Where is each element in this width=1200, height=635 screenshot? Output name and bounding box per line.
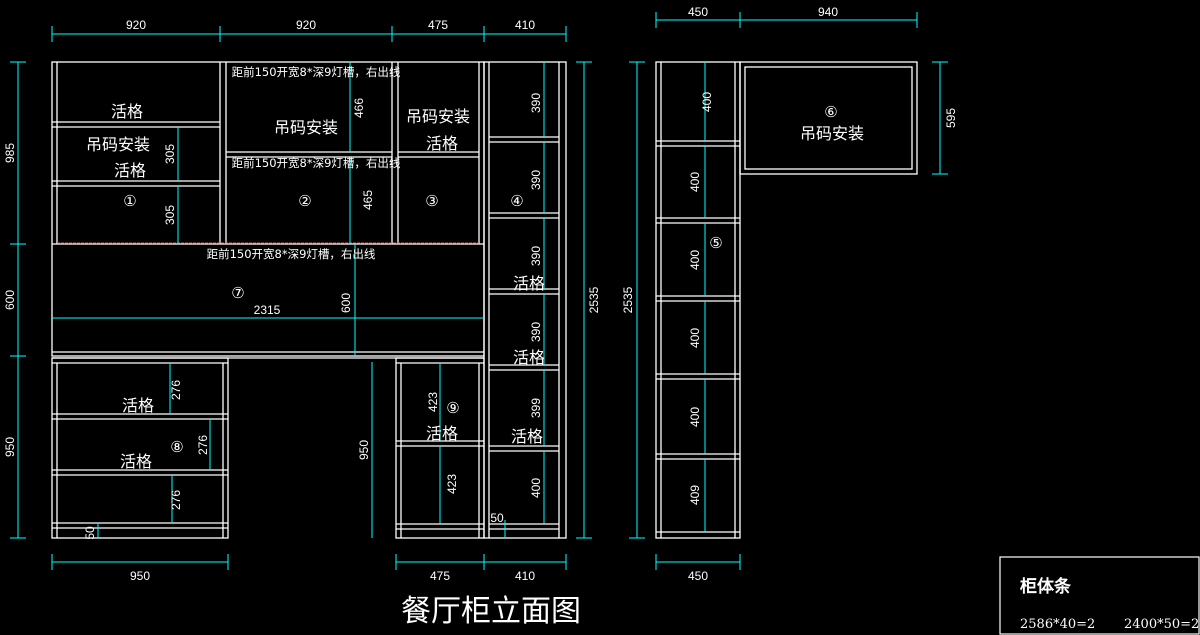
dim-c2-a: 466 xyxy=(352,98,366,118)
label-huoge-c8-1: 活格 xyxy=(122,396,154,415)
title-block-item-1: 2586*40=2 xyxy=(1020,617,1095,632)
dim-c4-5: 399 xyxy=(529,398,543,418)
dimension-geometry xyxy=(10,12,948,570)
dim-c8-1: 276 xyxy=(169,380,183,400)
label-huoge-c3: 活格 xyxy=(426,134,458,153)
marker-4: ④ xyxy=(510,192,523,210)
inner-dimension-labels: 305 305 466 465 390 390 390 390 399 400 … xyxy=(83,92,714,540)
drawing-title: 餐厅柜立面图 xyxy=(401,594,581,629)
label-huoge-c1-top: 活格 xyxy=(111,102,143,121)
dim-bottom-right-1: 450 xyxy=(688,569,708,583)
dim-c1-b: 305 xyxy=(163,205,177,225)
dim-c7-width: 2315 xyxy=(254,303,281,317)
marker-6: ⑥ xyxy=(824,103,837,121)
marker-7: ⑦ xyxy=(231,284,244,302)
label-huoge-c4-3: 活格 xyxy=(511,427,543,446)
dim-c8-base: 50 xyxy=(83,526,97,540)
marker-8: ⑧ xyxy=(170,438,183,456)
dim-c2-b: 465 xyxy=(361,190,375,210)
dim-bottom-3: 410 xyxy=(515,569,535,583)
title-block: 柜体条 2586*40=2 2400*50=2 xyxy=(999,556,1200,635)
label-huoge-c8-2: 活格 xyxy=(120,452,152,471)
title-block-item-2: 2400*50=2 xyxy=(1124,617,1199,632)
note-light-strip-1: 距前150开宽8*深9灯槽，右出线 xyxy=(232,65,401,79)
label-huoge-c4-1: 活格 xyxy=(513,274,545,293)
marker-5: ⑤ xyxy=(709,234,722,252)
marker-1: ① xyxy=(123,192,136,210)
dim-c9-a: 423 xyxy=(426,392,440,412)
label-huoge-c9: 活格 xyxy=(426,424,458,443)
title-block-heading: 柜体条 xyxy=(1020,576,1072,597)
dim-c4-4: 390 xyxy=(529,322,543,342)
dim-bottom-1: 950 xyxy=(130,569,150,583)
marker-3: ③ xyxy=(425,192,438,210)
cabinet-geometry xyxy=(51,61,918,539)
dim-c9-b: 423 xyxy=(445,474,459,494)
marker-2: ② xyxy=(298,192,311,210)
dim-bottom-2: 475 xyxy=(430,569,450,583)
dim-c4-1: 390 xyxy=(529,93,543,113)
dim-overall-right: 2535 xyxy=(621,286,635,313)
dim-left-1: 985 xyxy=(3,143,17,163)
dim-top-2: 920 xyxy=(296,18,316,32)
tall-column-outline xyxy=(483,61,567,539)
dim-c5-5: 400 xyxy=(688,407,702,427)
dim-top-1: 920 xyxy=(126,18,146,32)
label-diaoma-c1: 吊码安装 xyxy=(86,135,150,154)
cabinet-numbers: ① ② ③ ④ ⑤ ⑥ ⑦ ⑧ ⑨ xyxy=(123,103,837,456)
dim-c4-base: 50 xyxy=(490,511,504,525)
dim-c8-3: 276 xyxy=(169,490,183,510)
dim-c1-a: 305 xyxy=(163,144,177,164)
label-diaoma-c2: 吊码安装 xyxy=(274,118,338,137)
column-5-outline xyxy=(655,61,741,539)
dim-c7-height: 600 xyxy=(339,293,353,313)
dim-c5-6: 409 xyxy=(688,485,702,505)
dim-top-3: 475 xyxy=(428,18,448,32)
dim-top-right-1: 450 xyxy=(688,5,708,19)
label-diaoma-c3: 吊码安装 xyxy=(406,107,470,126)
dim-cabinet-6-height: 595 xyxy=(944,108,958,128)
label-diaoma-c6: 吊码安装 xyxy=(800,124,864,143)
dim-c4-2: 390 xyxy=(529,170,543,190)
marker-9: ⑨ xyxy=(446,399,459,417)
dim-c4-6: 400 xyxy=(529,478,543,498)
top-dimension-labels: 920 920 475 410 450 940 xyxy=(126,5,838,32)
dim-c5-1: 400 xyxy=(700,92,714,112)
dim-left-3: 950 xyxy=(3,437,17,457)
dim-c5-4: 400 xyxy=(688,328,702,348)
bottom-dimension-labels: 950 475 410 450 xyxy=(130,569,708,583)
vertical-dimension-labels: 985 600 950 2535 2535 595 xyxy=(3,108,958,457)
dim-top-4: 410 xyxy=(515,18,535,32)
label-huoge-c1: 活格 xyxy=(114,161,146,180)
dim-left-2: 600 xyxy=(3,290,17,310)
dim-c4-3: 390 xyxy=(529,246,543,266)
dim-overall-left: 2535 xyxy=(587,286,601,313)
dim-c5-2: 400 xyxy=(688,172,702,192)
cabinet-6-outline xyxy=(739,61,918,175)
dim-low-gap: 950 xyxy=(357,440,371,460)
note-light-strip-3: 距前150开宽8*深9灯槽，右出线 xyxy=(207,247,376,261)
note-light-strip-2: 距前150开宽8*深9灯槽，右出线 xyxy=(232,156,401,170)
label-huoge-c4-2: 活格 xyxy=(513,348,545,367)
dim-top-right-2: 940 xyxy=(818,5,838,19)
dim-c5-3: 400 xyxy=(688,250,702,270)
dim-c8-2: 276 xyxy=(196,435,210,455)
cabinet-labels: 活格 吊码安装 活格 吊码安装 吊码安装 活格 活格 活格 活格 活格 活格 活… xyxy=(86,65,864,471)
